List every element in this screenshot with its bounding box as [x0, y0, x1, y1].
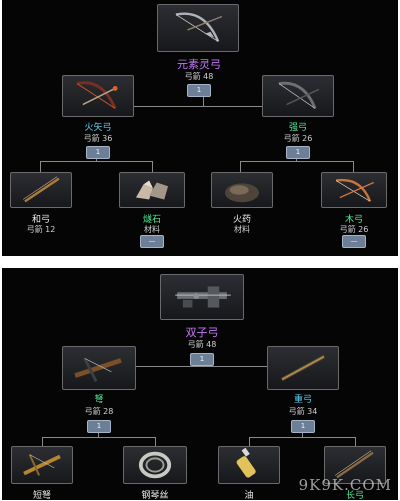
heavy-bow-icon[interactable]	[267, 346, 339, 390]
crossbow-icon[interactable]	[62, 346, 136, 390]
twin-crossbow-icon[interactable]	[160, 274, 244, 320]
node-stat: 弓箭 48	[187, 340, 217, 349]
tree-connector	[353, 161, 354, 173]
node-name: 长弓	[345, 491, 365, 501]
tree-connector	[40, 161, 152, 162]
tree-connector	[249, 437, 250, 448]
node-stat: 弓箭 34	[288, 407, 318, 416]
count-badge[interactable]: —	[140, 235, 164, 248]
node-name: 火药	[232, 215, 252, 225]
tree-connector	[240, 161, 353, 162]
tree-connector	[40, 161, 41, 173]
tree-connector	[203, 96, 204, 107]
count-badge[interactable]: 1	[187, 84, 211, 97]
tree-connector	[42, 437, 43, 448]
node-name: 重弓	[293, 395, 313, 405]
tree-connector	[152, 161, 153, 173]
short-crossbow-icon[interactable]	[11, 446, 73, 484]
node-name: 燧石	[142, 215, 162, 225]
tree-connector	[240, 161, 241, 173]
count-badge[interactable]: 1	[87, 420, 111, 433]
count-badge[interactable]: 1	[286, 146, 310, 159]
longbow-icon[interactable]	[324, 446, 386, 484]
crafting-tree-elemental-bow: 元素灵弓 弓箭 48 1 火矢弓 弓箭 36 1 强弓 弓箭 26 1 和弓 弓…	[2, 0, 398, 256]
node-stat: 弓箭 48	[184, 72, 214, 81]
node-stat: 材料	[144, 225, 160, 234]
strong-bow-icon[interactable]	[262, 75, 334, 117]
count-badge[interactable]: —	[342, 235, 366, 248]
node-name: 元素灵弓	[177, 58, 221, 71]
node-stat: 弓箭 36	[83, 134, 113, 143]
gunpowder-icon[interactable]	[211, 172, 273, 208]
count-badge[interactable]: 1	[190, 353, 214, 366]
oil-bottle-icon[interactable]	[218, 446, 280, 484]
wooden-bow-icon[interactable]	[321, 172, 387, 208]
node-name: 木弓	[344, 215, 364, 225]
node-stat: 材料	[234, 225, 250, 234]
node-name: 和弓	[31, 215, 51, 225]
elemental-bow-icon[interactable]	[157, 4, 239, 52]
count-badge[interactable]: 1	[86, 146, 110, 159]
node-stat: 弓箭 28	[84, 407, 114, 416]
node-name: 强弓	[288, 123, 308, 133]
flint-icon[interactable]	[119, 172, 185, 208]
longbow-icon[interactable]	[10, 172, 72, 208]
fire-arrow-bow-icon[interactable]	[62, 75, 134, 117]
node-name: 火矢弓	[84, 123, 112, 133]
crafting-tree-twin-bow: 双子弓 弓箭 48 1 弩 弓箭 28 1 重弓 弓箭 34 1 短弩 钢琴丝	[2, 268, 398, 501]
node-stat: 弓箭 26	[339, 225, 369, 234]
node-stat: 弓箭 26	[283, 134, 313, 143]
tree-connector	[355, 437, 356, 448]
count-badge[interactable]: 1	[291, 420, 315, 433]
node-name: 短弩	[32, 491, 52, 501]
site-watermark: 9K9K.COM	[298, 476, 392, 494]
node-name: 弩	[94, 395, 104, 405]
tree-connector	[42, 437, 155, 438]
node-stat: 弓箭 12	[26, 225, 56, 234]
tree-connector	[135, 366, 269, 367]
node-name: 油	[244, 491, 254, 501]
node-name: 双子弓	[185, 326, 219, 339]
node-name: 钢琴丝	[141, 491, 169, 501]
piano-wire-icon[interactable]	[123, 446, 187, 484]
tree-connector	[155, 437, 156, 448]
tree-connector	[249, 437, 355, 438]
